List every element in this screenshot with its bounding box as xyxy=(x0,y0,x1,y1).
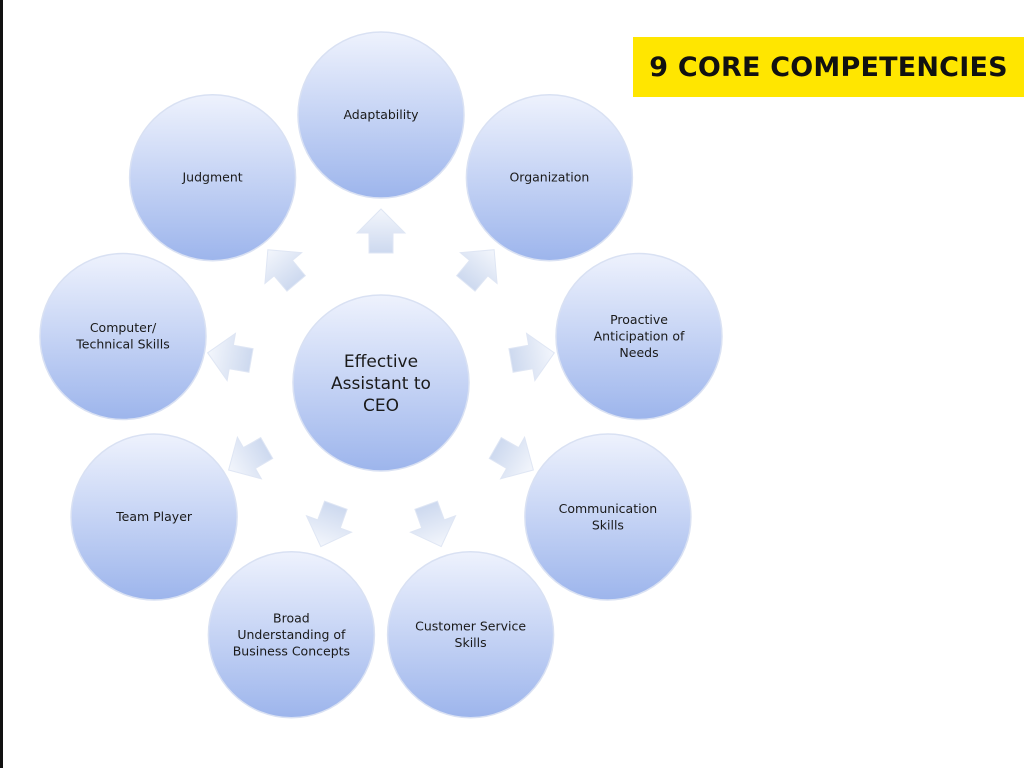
competency-organization: Organization xyxy=(465,93,634,262)
arrow-proactive-anticipation xyxy=(508,332,556,382)
arrow-customer-service-skills xyxy=(409,500,457,548)
competency-computer-technical-skills: Computer/Technical Skills xyxy=(39,252,207,421)
arrow-judgment xyxy=(264,249,307,292)
competency-label: Organization xyxy=(509,170,589,185)
competency-label: Adaptability xyxy=(343,107,419,122)
competency-label: Skills xyxy=(455,635,487,650)
left-edge-rule xyxy=(0,0,3,768)
hub-label: Effective xyxy=(344,352,418,372)
page-title: 9 CORE COMPETENCIES xyxy=(649,51,1008,83)
arrow-broad-understanding xyxy=(305,500,353,548)
competency-circle xyxy=(297,31,465,199)
competency-label: Anticipation of xyxy=(594,329,685,344)
title-banner: 9 CORE COMPETENCIES xyxy=(633,37,1024,97)
arrow-adaptability xyxy=(355,208,407,254)
arrow-organization xyxy=(455,249,498,292)
arrows-layer xyxy=(206,208,556,548)
competency-label: Proactive xyxy=(610,312,668,327)
competency-label: Judgment xyxy=(182,170,243,185)
competency-circle xyxy=(465,93,634,262)
arrow-team-player xyxy=(228,435,274,480)
competency-circle xyxy=(128,93,297,262)
competency-circle xyxy=(39,252,207,421)
competency-label: Team Player xyxy=(115,509,193,524)
competency-label: Understanding of xyxy=(237,627,346,642)
competency-circle xyxy=(70,433,238,601)
competency-circle xyxy=(524,433,692,601)
hub-label: CEO xyxy=(363,396,399,416)
nodes-layer: AdaptabilityOrganizationProactiveAnticip… xyxy=(39,31,723,719)
hub-label: Assistant to xyxy=(331,374,431,394)
competency-team-player: Team Player xyxy=(70,433,238,601)
competency-circle xyxy=(386,551,555,719)
arrow-communication-skills xyxy=(488,435,534,480)
competency-label: Needs xyxy=(619,345,658,360)
competency-label: Business Concepts xyxy=(233,643,350,658)
competency-circle xyxy=(555,252,723,421)
competency-label: Customer Service xyxy=(415,619,526,634)
competency-circle xyxy=(207,551,376,719)
competency-label: Broad xyxy=(273,610,310,625)
hub-circle xyxy=(292,294,470,472)
competency-label: Technical Skills xyxy=(75,337,169,352)
competency-label: Computer/ xyxy=(90,320,157,335)
arrow-computer-technical-skills xyxy=(206,332,254,382)
competency-label: Communication xyxy=(559,501,658,516)
competency-judgment: Judgment xyxy=(128,93,297,262)
competency-label: Skills xyxy=(592,517,624,532)
competency-adaptability: Adaptability xyxy=(297,31,465,199)
